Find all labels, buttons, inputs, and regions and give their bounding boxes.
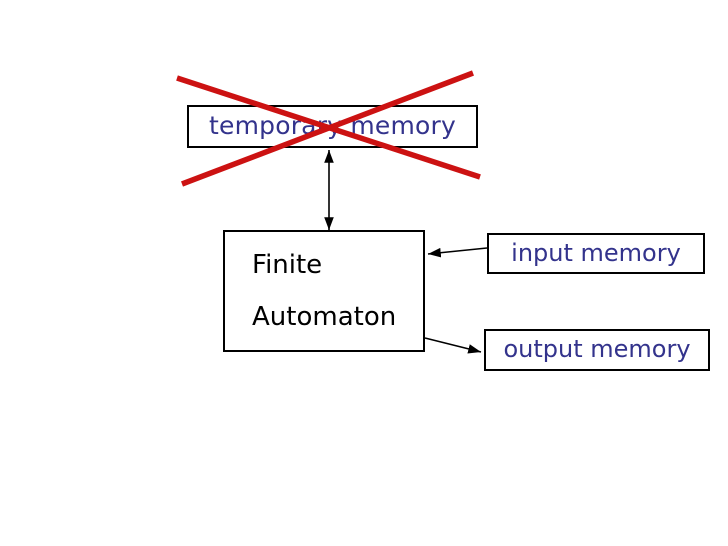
output-memory-label: output memory	[503, 335, 691, 364]
temporary-memory-box[interactable]: temporary memory	[187, 105, 478, 148]
input-memory-label: input memory	[511, 238, 681, 267]
output-memory-box[interactable]: output memory	[484, 329, 710, 371]
output-arrow-icon	[424, 337, 482, 354]
finite-automaton-box[interactable]: Finite Automaton	[223, 230, 425, 352]
temporary-memory-label: temporary memory	[209, 111, 456, 141]
input-arrow-icon	[427, 247, 488, 258]
finite-automaton-label-line1: Finite	[252, 250, 323, 280]
input-memory-box[interactable]: input memory	[487, 233, 705, 274]
finite-automaton-label-line2: Automaton	[252, 302, 397, 332]
